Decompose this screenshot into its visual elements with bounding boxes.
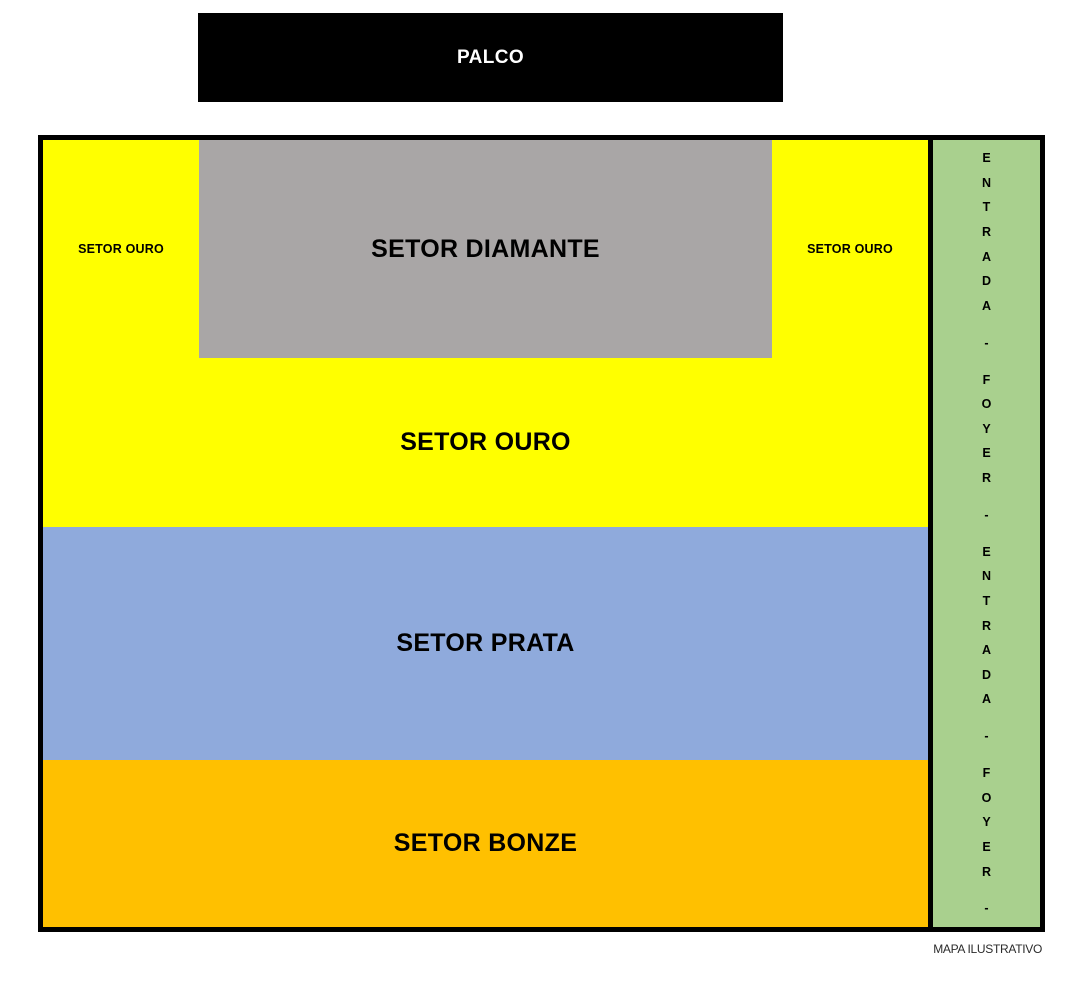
entrance-letter: O <box>981 397 992 412</box>
entrance-letter: F <box>982 766 991 781</box>
entrance-letter: N <box>981 175 992 190</box>
sector-bonze-label: SETOR BONZE <box>393 829 578 857</box>
entrance-letter: Y <box>982 815 991 830</box>
upper-sectors-row: SETOR OURO SETOR DIAMANTE SETOR OURO <box>43 140 928 358</box>
sector-ouro-left-wing[interactable]: SETOR OURO <box>43 140 199 358</box>
entrance-letter: Y <box>982 421 991 436</box>
entrance-letter: E <box>982 544 991 559</box>
entrance-letter: - <box>984 507 989 522</box>
entrance-letter: T <box>982 593 991 608</box>
stage-label: PALCO <box>456 46 525 68</box>
entrance-letter: R <box>981 618 992 633</box>
entrance-letter: R <box>981 864 992 879</box>
entrance-letter: - <box>984 901 989 916</box>
entrance-letter: D <box>981 274 992 289</box>
sector-ouro-right-wing-label: SETOR OURO <box>807 242 893 256</box>
illustrative-map-note: MAPA ILUSTRATIVO <box>933 942 1042 956</box>
sector-bonze[interactable]: SETOR BONZE <box>43 760 928 927</box>
sector-ouro-label: SETOR OURO <box>400 428 571 456</box>
entrance-letter: T <box>982 200 991 215</box>
entrance-letter: - <box>984 729 989 744</box>
entrance-letter: - <box>984 335 989 350</box>
entrance-letter-spacer <box>933 319 1040 331</box>
sector-prata[interactable]: SETOR PRATA <box>43 527 928 760</box>
entrance-divider <box>928 140 933 927</box>
entrance-letter: R <box>981 225 992 240</box>
entrance-letter: O <box>981 790 992 805</box>
sector-ouro-right-wing[interactable]: SETOR OURO <box>772 140 928 358</box>
entrance-letter-spacer <box>933 884 1040 896</box>
entrance-letter: A <box>981 249 992 264</box>
entrance-letter-spacer <box>933 491 1040 503</box>
entrance-letter: D <box>981 667 992 682</box>
entrance-letter: N <box>981 569 992 584</box>
entrance-letter-spacer <box>933 527 1040 539</box>
entrance-letter-spacer <box>933 712 1040 724</box>
entrance-letter: A <box>981 692 992 707</box>
entrance-letter: F <box>982 372 991 387</box>
entrance-letter: A <box>981 643 992 658</box>
sector-ouro-left-wing-label: SETOR OURO <box>78 242 164 256</box>
seating-area: SETOR OURO SETOR DIAMANTE SETOR OURO SET… <box>43 140 928 927</box>
sector-prata-label: SETOR PRATA <box>396 629 575 657</box>
entrance-letter: E <box>982 839 991 854</box>
sector-diamante-label: SETOR DIAMANTE <box>371 234 600 263</box>
entrance-letter: E <box>982 446 991 461</box>
stage-banner: PALCO <box>198 13 783 102</box>
entrance-letter: A <box>981 298 992 313</box>
entrance-letter: R <box>981 471 992 486</box>
sector-diamante[interactable]: SETOR DIAMANTE <box>199 140 772 358</box>
entrance-letter: E <box>982 151 991 166</box>
entrance-letter-spacer <box>933 355 1040 367</box>
sector-ouro[interactable]: SETOR OURO <box>43 358 928 527</box>
venue-map: SETOR OURO SETOR DIAMANTE SETOR OURO SET… <box>38 135 1045 932</box>
entrance-letter-spacer <box>933 749 1040 761</box>
